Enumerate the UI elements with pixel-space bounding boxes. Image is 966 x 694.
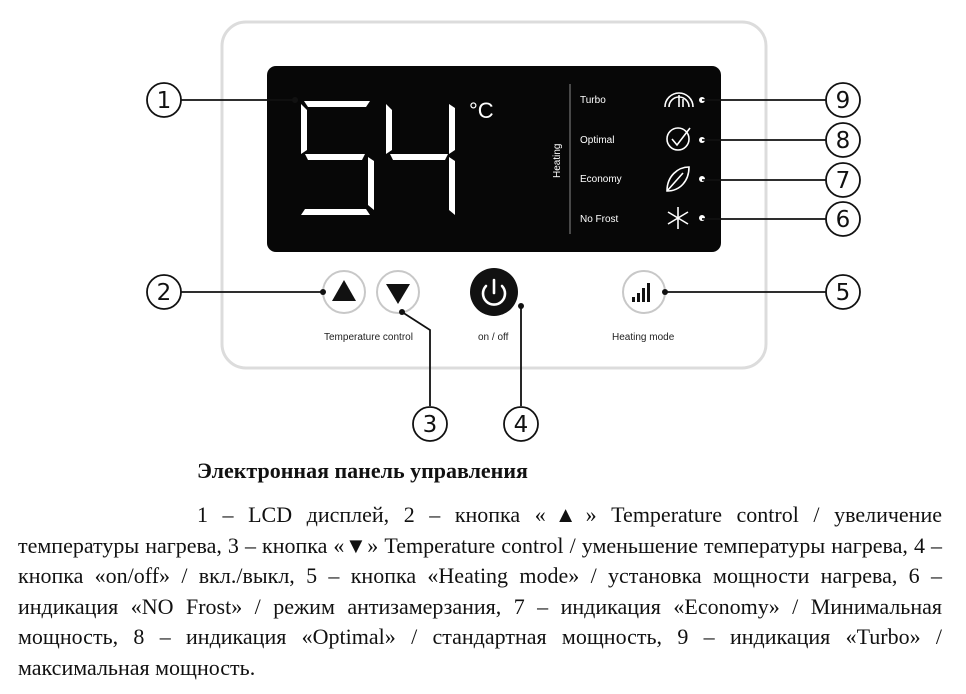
- svg-text:1: 1: [157, 88, 172, 114]
- callout-1: 1: [146, 82, 182, 118]
- indicator-label-economy: Economy: [580, 174, 622, 185]
- indicator-dot-economy: [699, 176, 705, 182]
- leaf-icon: [666, 166, 690, 192]
- callout-7: 7: [825, 162, 861, 198]
- digit-5: [301, 101, 374, 215]
- temperature-down-button[interactable]: [376, 270, 420, 314]
- triangle-up-icon: [332, 280, 356, 301]
- callout-leader-dots: [292, 97, 668, 315]
- callout-2: 2: [146, 274, 182, 310]
- svg-text:7: 7: [836, 168, 851, 194]
- triangle-down-icon: [386, 284, 410, 304]
- svg-text:2: 2: [157, 280, 172, 306]
- temperature-digits: [301, 101, 455, 215]
- svg-text:9: 9: [836, 88, 851, 114]
- callout-9: 9: [825, 82, 861, 118]
- snowflake-icon: [667, 207, 689, 229]
- heating-mode-button[interactable]: [622, 270, 666, 314]
- caption-title: Электронная панель управления: [197, 458, 528, 483]
- temperature-up-button[interactable]: [322, 270, 366, 314]
- callout-leaders: [181, 99, 826, 406]
- heating-label: Heating: [552, 144, 563, 178]
- control-panel-diagram: °C Heating Turbo Optimal Economy No Fros…: [146, 20, 861, 442]
- callout-4: 4: [503, 406, 539, 442]
- turbo-gauge-icon: [664, 92, 694, 108]
- svg-text:3: 3: [423, 412, 438, 438]
- caption-body: 1 – LCD дисплей, 2 – кнопка «▲» Temperat…: [18, 502, 942, 680]
- indicator-label-optimal: Optimal: [580, 135, 614, 146]
- heating-mode-label: Heating mode: [612, 332, 675, 343]
- signal-bars-icon: [632, 283, 650, 302]
- power-button[interactable]: [470, 268, 518, 316]
- lcd-display: [267, 66, 721, 252]
- temperature-control-label: Temperature control: [324, 332, 413, 343]
- callout-8: 8: [825, 122, 861, 158]
- onoff-label: on / off: [478, 332, 509, 343]
- svg-text:8: 8: [836, 128, 851, 154]
- callout-6: 6: [825, 201, 861, 237]
- temperature-unit: °C: [469, 98, 494, 123]
- svg-text:6: 6: [836, 207, 851, 233]
- digit-4: [386, 104, 455, 215]
- callout-5: 5: [825, 274, 861, 310]
- svg-text:5: 5: [836, 280, 851, 306]
- indicator-dot-nofrost: [699, 215, 705, 221]
- indicator-label-nofrost: No Frost: [580, 214, 619, 225]
- check-circle-icon: [666, 127, 691, 151]
- power-icon: [481, 278, 507, 306]
- indicator-label-turbo: Turbo: [580, 95, 606, 106]
- callout-3: 3: [412, 406, 448, 442]
- svg-text:4: 4: [514, 412, 529, 438]
